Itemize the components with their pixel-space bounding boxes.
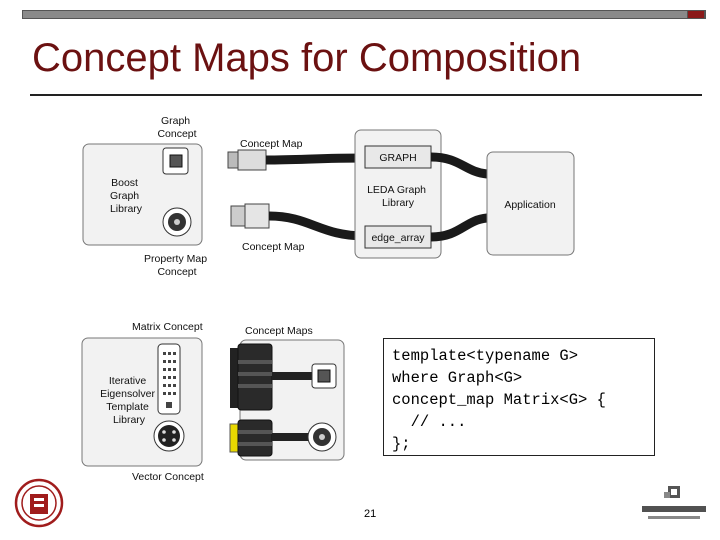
- adapter-plug-bottom-tip: [229, 423, 239, 453]
- itl-library-label: Iterative Eigensolver Template Library: [100, 375, 158, 426]
- institute-logo: [642, 486, 706, 519]
- graph-box-label: GRAPH: [379, 152, 416, 164]
- vector-concept-label: Vector Concept: [132, 471, 204, 483]
- adapter-plug-top-tip: [230, 348, 238, 408]
- application-box: [486, 151, 575, 256]
- boost-library-label: Boost Graph Library: [110, 177, 143, 215]
- application-label: Application: [504, 199, 556, 211]
- title-underline: [30, 94, 702, 96]
- leda-library-label: LEDA Graph Library: [367, 184, 429, 209]
- matrix-concept-label: Matrix Concept: [132, 321, 203, 333]
- graph-concept-label: Graph Concept: [157, 115, 196, 140]
- graph-to-app-cable: [430, 152, 488, 179]
- bottom-connector-pin: [230, 205, 246, 227]
- edge-array-to-app-cable: [430, 213, 488, 242]
- top-connector-pin: [227, 151, 239, 169]
- square-port-inner: [169, 154, 183, 168]
- concept-maps-label: Concept Maps: [245, 325, 313, 337]
- dvi-port-pins: [163, 352, 176, 408]
- page-number: 21: [364, 508, 377, 520]
- bottom-cable: [268, 211, 366, 241]
- adapter-plug-bottom: [237, 419, 273, 457]
- code-line-3: concept_map Matrix<G> {: [392, 391, 606, 409]
- concept-map-bottom-label: Concept Map: [242, 241, 305, 253]
- edge-array-label: edge_array: [371, 232, 425, 244]
- code-line-2: where Graph<G>: [392, 369, 523, 387]
- top-decorative-bar: [22, 10, 706, 19]
- top-bar-cap: [687, 10, 705, 19]
- code-snippet-box: template<typename G> where Graph<G> conc…: [383, 338, 655, 456]
- code-line-5: };: [392, 435, 411, 453]
- slide-title: Concept Maps for Composition: [32, 36, 582, 80]
- code-line-4: // ...: [392, 413, 467, 431]
- top-connector-body: [237, 149, 267, 171]
- bottom-connector-body: [244, 203, 270, 229]
- code-line-1: template<typename G>: [392, 347, 579, 365]
- top-cable: [265, 153, 366, 165]
- university-seal-logo: [14, 478, 64, 528]
- property-map-concept-label: Property Map Concept: [144, 253, 210, 278]
- adapter-plug-top: [237, 343, 273, 411]
- concept-map-top-label: Concept Map: [240, 138, 303, 150]
